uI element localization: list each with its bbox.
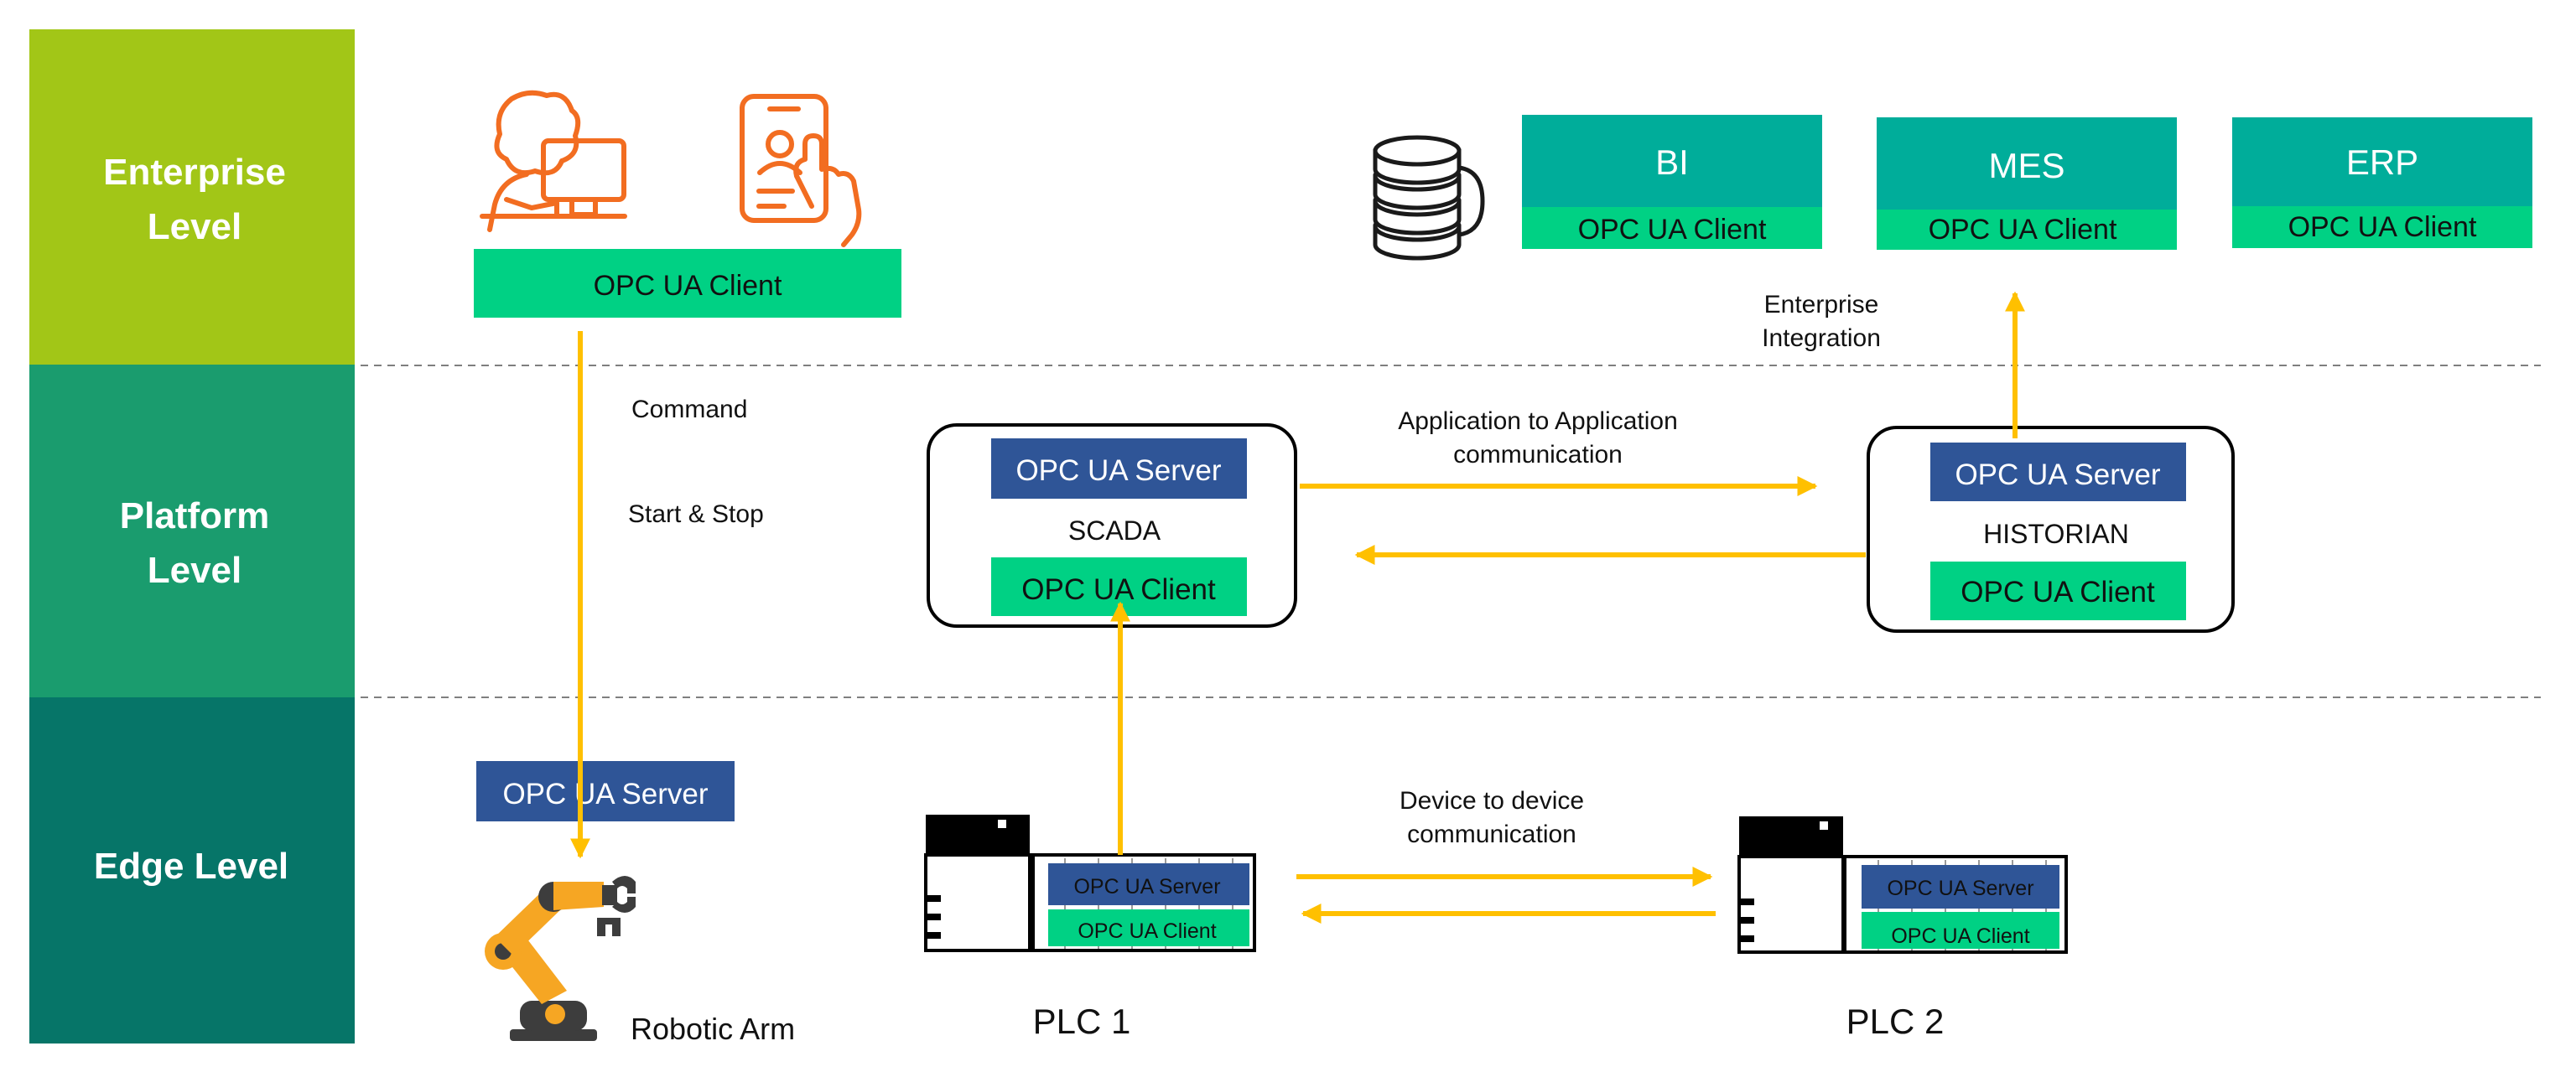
app-bi-client: OPC UA Client	[1578, 214, 1767, 246]
enterprise-integration-label-2: Integration	[1762, 324, 1881, 352]
app-erp-client: OPC UA Client	[2288, 211, 2477, 243]
enterprise-level-band	[29, 29, 355, 365]
plc2-label: PLC 2	[1846, 1002, 1945, 1041]
operator-at-computer-icon	[480, 90, 627, 232]
historian-node: OPC UA Server HISTORIAN OPC UA Client	[1867, 426, 2235, 633]
enterprise-integration-label-1: Enterprise	[1764, 291, 1879, 318]
plc1-device: OPC UA Server OPC UA Client	[924, 815, 1256, 952]
plc2-device: OPC UA Server OPC UA Client	[1737, 816, 2068, 954]
plc1-label: PLC 1	[1033, 1002, 1131, 1041]
historian-name: HISTORIAN	[1983, 519, 2129, 549]
platform-level-band	[29, 365, 355, 697]
database-icon	[1373, 135, 1485, 261]
robot-server-label: OPC UA Server	[502, 778, 708, 810]
historian-server-label: OPC UA Server	[1955, 458, 2160, 491]
historian-client-label: OPC UA Client	[1961, 576, 2155, 609]
platform-level-label-2: Level	[148, 550, 242, 591]
edge-level-band	[29, 697, 355, 1044]
enterprise-level-label-2: Level	[148, 206, 242, 247]
enterprise-client-box	[474, 249, 901, 318]
app-to-app-label-2: communication	[1453, 441, 1623, 469]
plc1-server-label: OPC UA Server	[1073, 875, 1220, 899]
enterprise-level-label-1: Enterprise	[103, 152, 286, 193]
app-bi-name: BI	[1655, 142, 1689, 182]
start-stop-label: Start & Stop	[628, 500, 764, 528]
device-to-device-label-2: communication	[1407, 821, 1576, 848]
command-label: Command	[631, 396, 747, 423]
robotic-arm-label: Robotic Arm	[631, 1012, 795, 1046]
mobile-app-icon	[740, 94, 862, 247]
platform-level-label-1: Platform	[120, 495, 269, 536]
device-to-device-label-1: Device to device	[1400, 787, 1584, 815]
app-mes-client: OPC UA Client	[1929, 214, 2117, 246]
plc1-client-label: OPC UA Client	[1078, 919, 1216, 943]
enterprise-client-label: OPC UA Client	[594, 270, 782, 302]
scada-node: OPC UA Server SCADA OPC UA Client	[927, 423, 1297, 628]
app-bi: BI OPC UA Client	[1522, 115, 1822, 249]
robot-server-box	[476, 761, 735, 821]
plc2-server-label: OPC UA Server	[1887, 877, 2033, 900]
robotic-arm-icon	[485, 876, 636, 1041]
app-erp: ERP OPC UA Client	[2232, 117, 2532, 248]
app-mes: MES OPC UA Client	[1877, 117, 2177, 250]
app-erp-name: ERP	[2346, 142, 2418, 182]
edge-level-label: Edge Level	[94, 846, 288, 887]
app-mes-name: MES	[1988, 146, 2064, 185]
scada-name: SCADA	[1068, 515, 1161, 546]
app-to-app-label-1: Application to Application	[1398, 407, 1678, 435]
level-column: Enterprise Level Platform Level Edge Lev…	[29, 29, 355, 1044]
scada-client-label: OPC UA Client	[1021, 573, 1216, 606]
scada-server-label: OPC UA Server	[1015, 454, 1221, 487]
plc2-client-label: OPC UA Client	[1891, 924, 2029, 948]
